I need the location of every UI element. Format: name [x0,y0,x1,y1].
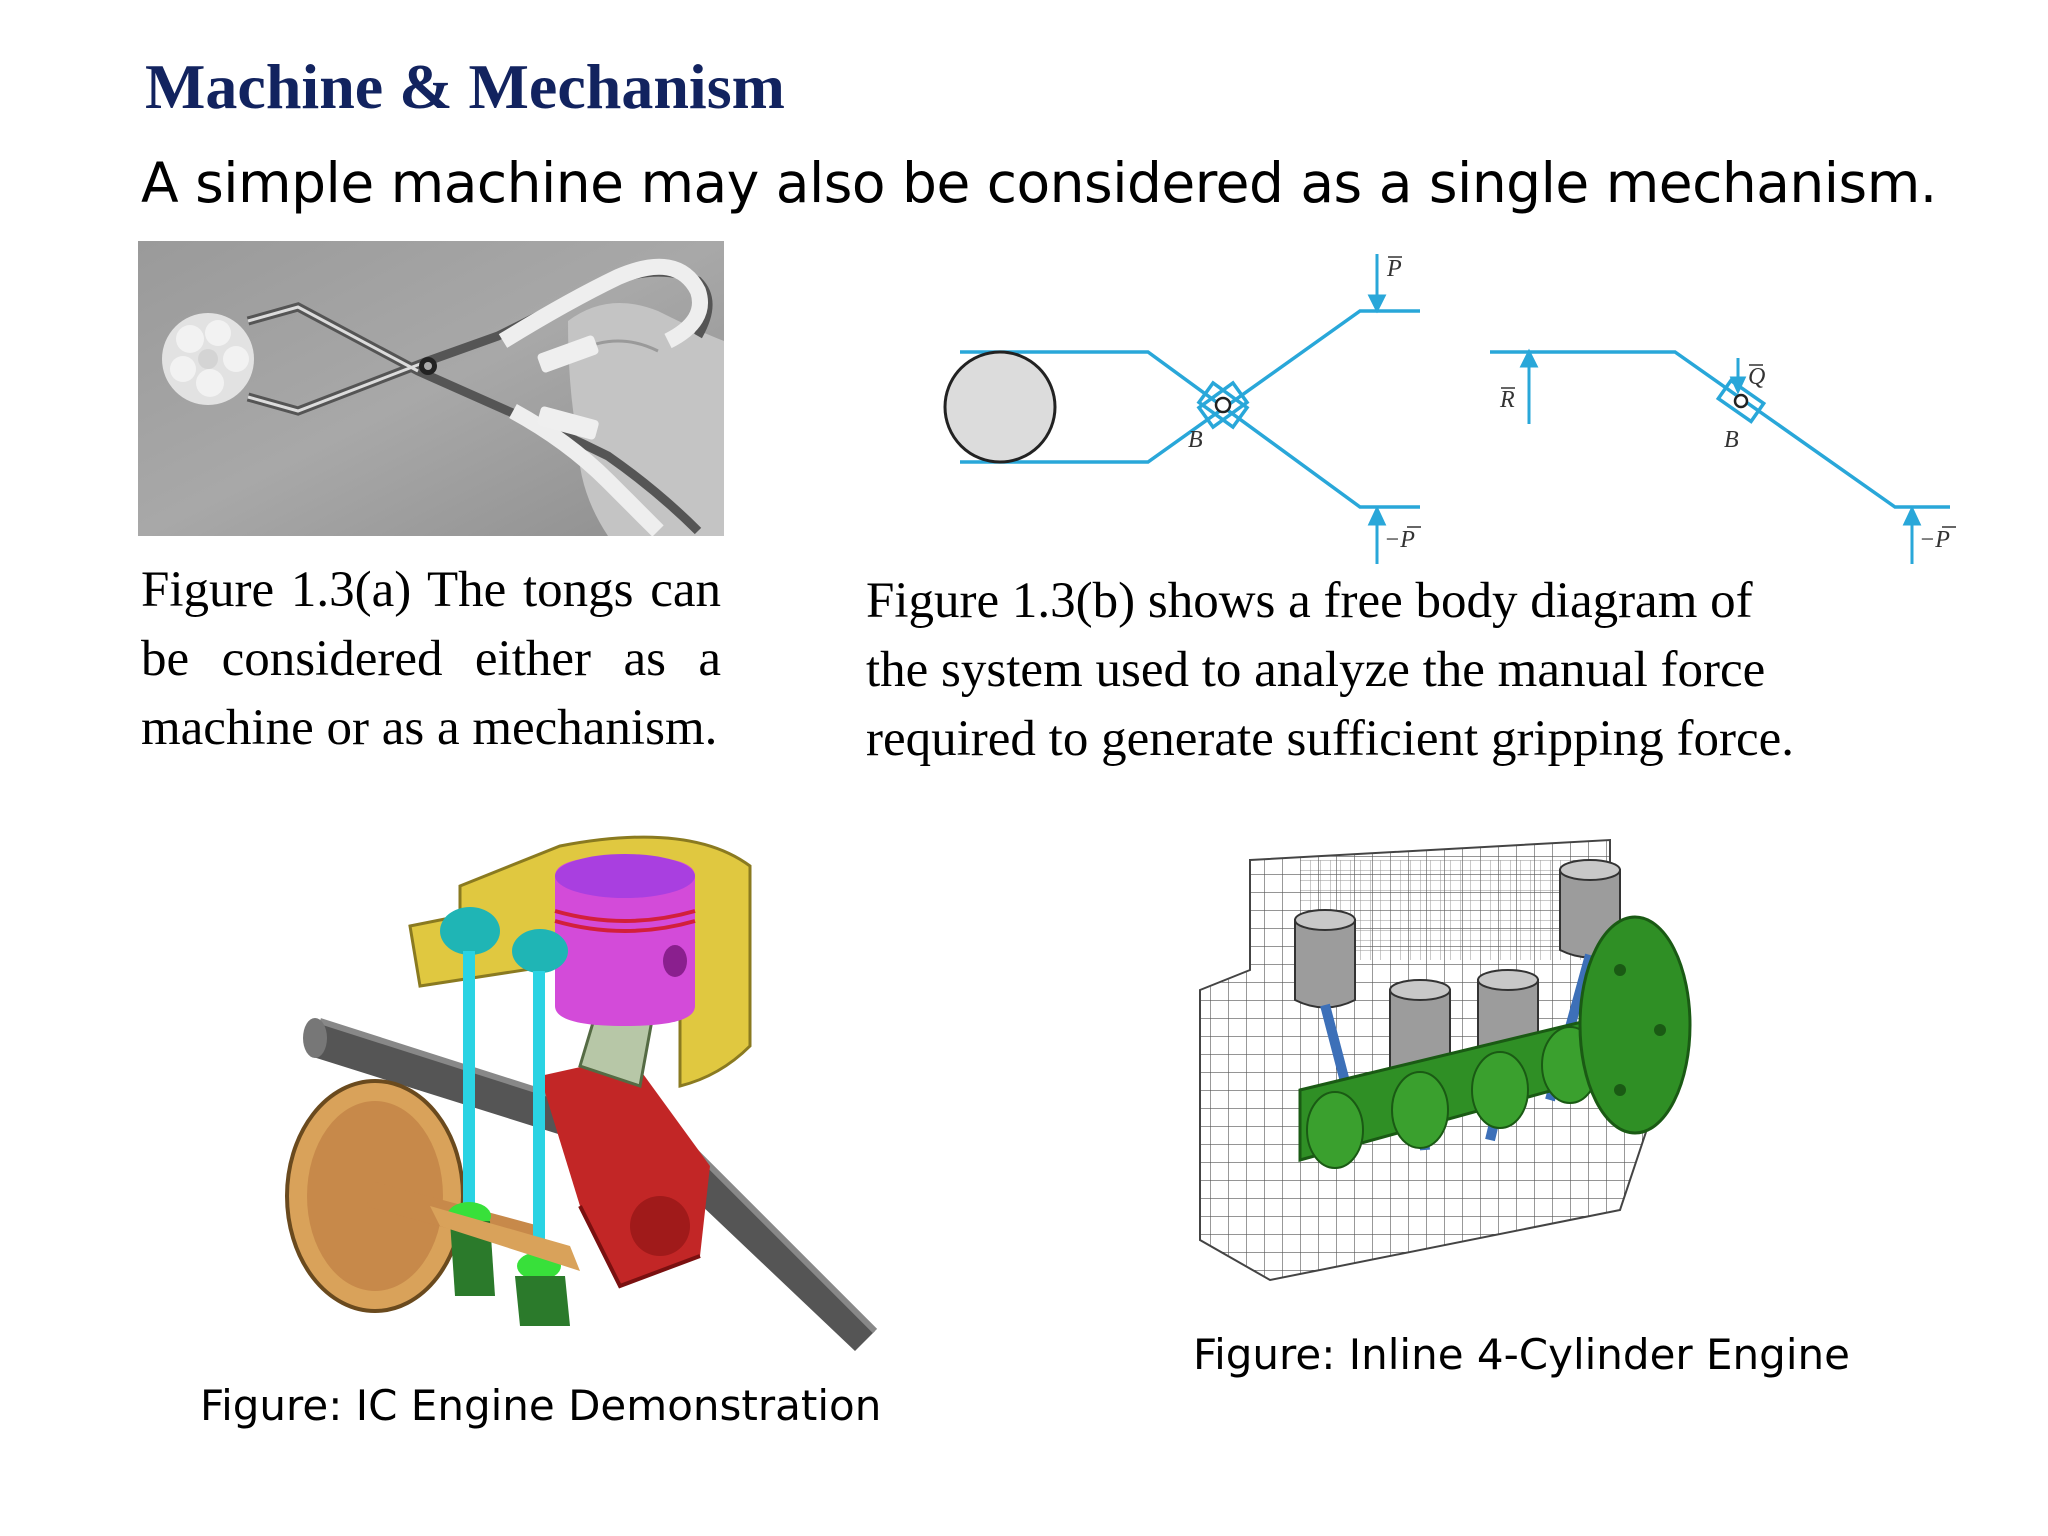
label-b-2: B [1724,427,1739,453]
force-p-arrow [1367,294,1387,314]
pivot-pin-b-2 [1733,393,1749,409]
pivot-bracket-2 [1196,380,1250,430]
half-tong-arm [1490,350,1950,509]
force-neg-p-arrow-1 [1367,505,1387,526]
force-q-arrow [1729,376,1747,395]
pivot-bracket-3 [1715,378,1767,424]
force-neg-p-arrow-2 [1902,505,1922,526]
free-body-diagram: P −P B R Q B −P [943,254,1956,564]
lower-jaw-arm [960,350,1420,509]
inline-engine-illustration [1199,838,1692,1282]
label-q: Q [1748,364,1765,390]
inline-engine-caption: Figure: Inline 4-Cylinder Engine [1193,1330,1850,1379]
label-neg-p-2: −P [1919,527,1950,553]
label-r: R [1499,387,1515,413]
tongs-photo [138,241,724,536]
slide-subtitle: A simple machine may also be considered … [141,151,1937,215]
upper-jaw-arm [960,309,1420,464]
food-item [162,313,254,405]
figure-1-3b-caption: Figure 1.3(b) shows a free body diagram … [866,573,1795,767]
force-r-arrow [1519,348,1539,368]
label-b-1: B [1188,427,1203,453]
label-neg-p-1: −P [1384,527,1415,553]
ic-engine-illustration [285,835,878,1351]
label-p: P [1386,256,1402,282]
pivot-pin-b [1214,396,1232,414]
slide-title: Machine & Mechanism [145,51,785,122]
figure-1-3a-caption: Figure 1.3(a) The tongs can be considere… [141,562,721,756]
gripped-object [943,350,1057,464]
ic-engine-caption: Figure: IC Engine Demonstration [200,1381,882,1430]
pivot-bracket-1 [1196,380,1250,430]
